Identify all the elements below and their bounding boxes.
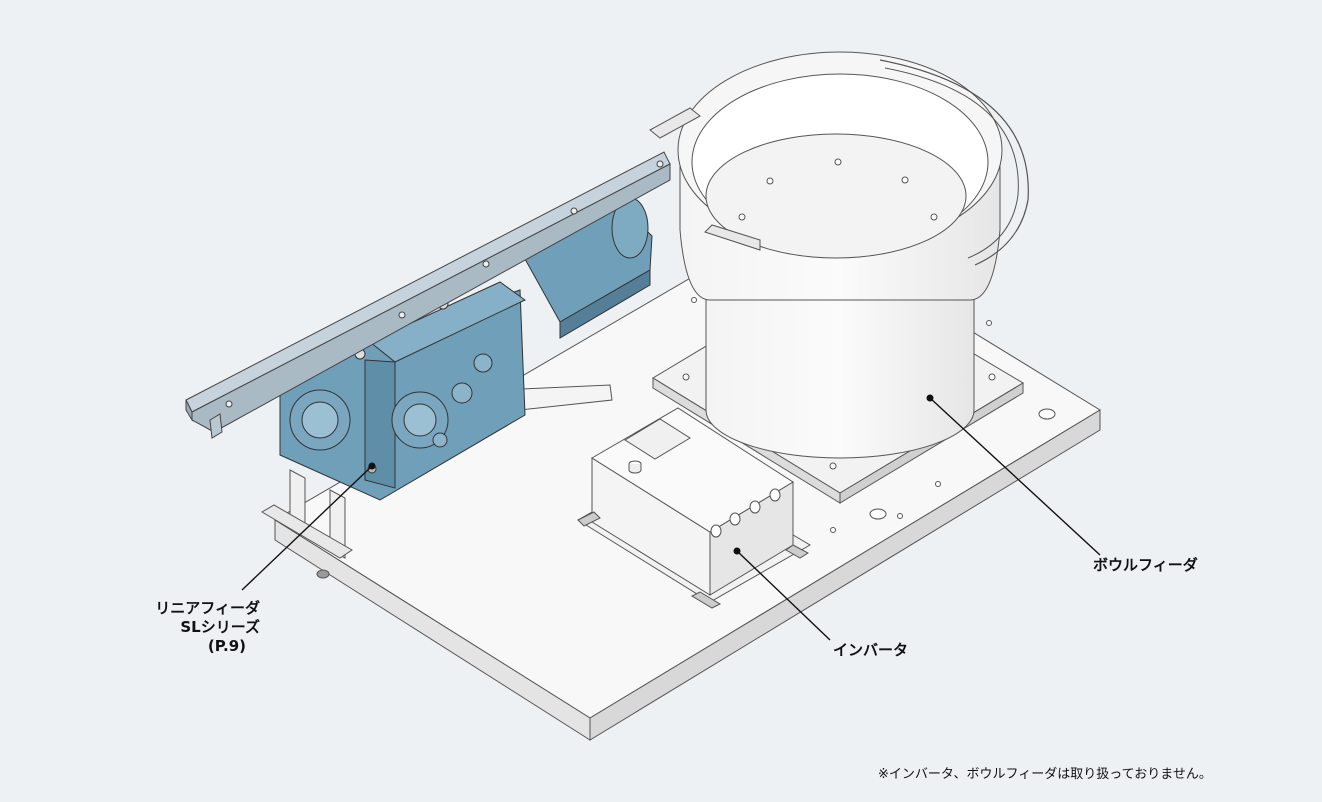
- dot-bowl-feeder: [926, 394, 934, 402]
- leader-inverter: [736, 550, 831, 641]
- label-linear-feeder: リニアフィーダ SLシリーズ (P.9): [100, 599, 260, 656]
- bowl-feeder: [649, 51, 1029, 504]
- leader-linear-feeder: [241, 465, 373, 591]
- label-inverter: インバータ: [833, 641, 909, 659]
- leader-dots: [368, 394, 934, 555]
- label-linear-feeder-page: (P.9): [207, 637, 246, 655]
- label-linear-feeder-name: リニアフィーダ: [155, 599, 260, 617]
- inverter-box: [577, 407, 811, 609]
- footnote: ※インバータ、ボウルフィーダは取り扱っておりません。: [878, 767, 1212, 782]
- label-linear-feeder-series: SLシリーズ: [180, 618, 260, 636]
- leader-bowl-feeder: [929, 397, 1101, 556]
- linear-rail: [185, 151, 671, 439]
- dot-linear-feeder: [368, 462, 376, 470]
- feeder-stand: [261, 384, 613, 559]
- dot-inverter: [733, 547, 741, 555]
- leader-lines: [241, 397, 1101, 641]
- linear-feeder: [279, 197, 653, 501]
- label-bowl-feeder: ボウルフィーダ: [1093, 556, 1198, 574]
